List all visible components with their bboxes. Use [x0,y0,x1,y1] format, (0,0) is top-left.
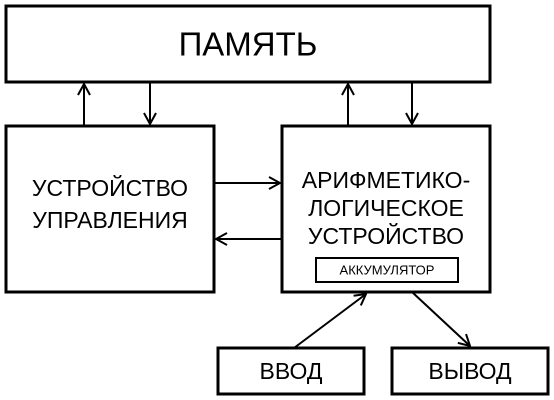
alu-label-line-1: АРИФМЕТИКО- [302,167,470,193]
accumulator-node: АККУМУЛЯТОР [315,257,459,283]
alu-label-line-3: УСТРОЙСТВО [308,222,464,249]
alu-node: АРИФМЕТИКО- ЛОГИЧЕСКОЕ УСТРОЙСТВО [280,124,492,294]
memory-label: ПАМЯТЬ [179,26,318,63]
control-unit-label-line-1: УСТРОЙСТВО [32,174,188,201]
alu-label-line-2: ЛОГИЧЕСКОЕ [308,195,464,221]
input-label: ВВОД [260,358,323,384]
output-label: ВЫВОД [428,358,512,384]
arrow-input-to-alu [293,294,366,349]
arrow-alu-to-output [411,291,470,346]
output-node: ВЫВОД [390,346,550,396]
memory-node: ПАМЯТЬ [4,4,492,84]
input-node: ВВОД [216,346,366,396]
control-unit-node: УСТРОЙСТВО УПРАВЛЕНИЯ [4,124,216,294]
control-unit-label-line-2: УПРАВЛЕНИЯ [32,207,188,233]
accumulator-label: АККУМУЛЯТОР [340,263,435,278]
